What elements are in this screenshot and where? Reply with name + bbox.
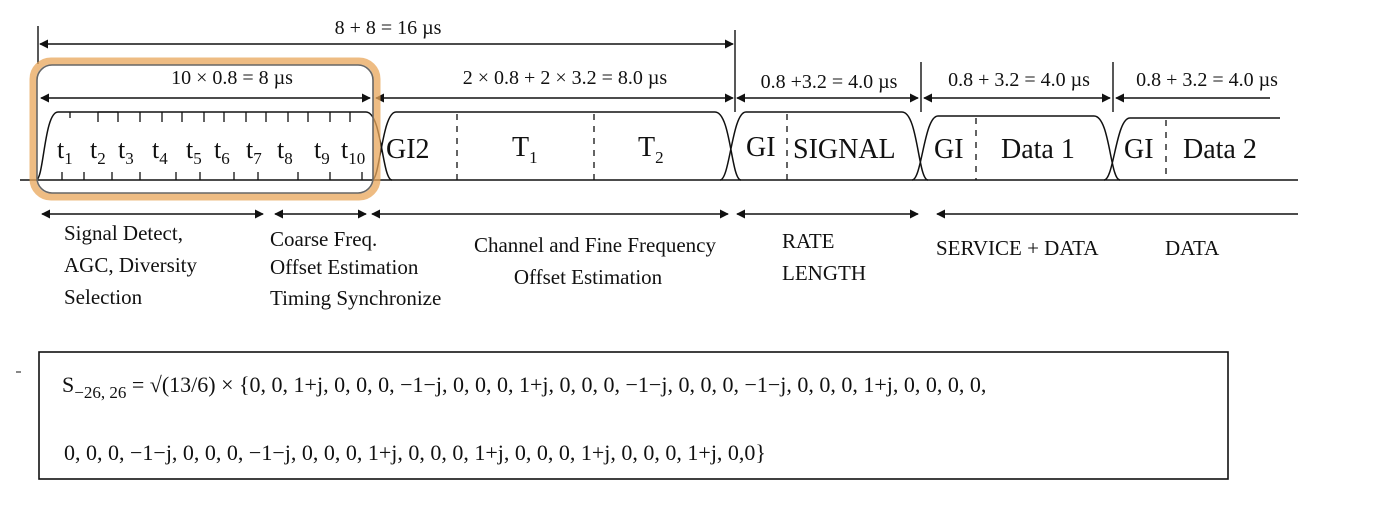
length-label: LENGTH bbox=[782, 261, 866, 285]
data-label: DATA bbox=[1165, 236, 1220, 260]
short-symbol: t10 bbox=[341, 135, 365, 168]
signal-detect-line3: Selection bbox=[64, 285, 143, 309]
equation-box: S−26, 26 = √(13/6) × {0, 0, 1+j, 0, 0, 0… bbox=[16, 351, 1229, 480]
frame-outline bbox=[20, 111, 1298, 181]
short-symbol: t5 bbox=[186, 135, 202, 168]
short-symbol: t1 bbox=[57, 135, 73, 168]
equation-line2: 0, 0, 0, −1−j, 0, 0, 0, −1−j, 0, 0, 0, 1… bbox=[64, 440, 766, 465]
gi-data1-label: GI bbox=[934, 134, 964, 165]
signal-detect-line1: Signal Detect, bbox=[64, 221, 183, 245]
gi-signal-label: GI bbox=[746, 132, 776, 163]
dimension-total: 8 + 8 = 16 µs bbox=[37, 17, 736, 112]
channel-line1: Channel and Fine Frequency bbox=[474, 233, 717, 257]
short-symbol: t3 bbox=[118, 135, 134, 168]
short-symbols: t1 t2 t3 t4 t5 t6 t7 t8 t9 t10 bbox=[57, 135, 365, 168]
rate-label: RATE bbox=[782, 229, 835, 253]
t1-label: T1 bbox=[512, 132, 538, 167]
short-symbol: t9 bbox=[314, 135, 330, 168]
data1-label: Data 1 bbox=[1001, 134, 1075, 165]
short-symbol: t6 bbox=[214, 135, 230, 168]
dimension-short-training: 10 × 0.8 = 8 µs bbox=[40, 67, 371, 103]
signal-duration-label: 0.8 +3.2 = 4.0 µs bbox=[761, 71, 898, 93]
segment-dividers bbox=[456, 114, 1167, 180]
total-duration-label: 8 + 8 = 16 µs bbox=[335, 17, 442, 39]
short-symbol: t8 bbox=[277, 135, 293, 168]
signal-label: SIGNAL bbox=[793, 134, 896, 165]
short-training-highlight-inner bbox=[36, 64, 374, 194]
t2-label: T2 bbox=[638, 132, 664, 167]
short-training-duration-label: 10 × 0.8 = 8 µs bbox=[171, 67, 293, 89]
coarse-line3: Timing Synchronize bbox=[270, 286, 441, 310]
short-symbol: t7 bbox=[246, 135, 262, 168]
equation-line1: S−26, 26 = √(13/6) × {0, 0, 1+j, 0, 0, 0… bbox=[62, 372, 986, 402]
data1-duration-label: 0.8 + 3.2 = 4.0 µs bbox=[948, 69, 1090, 91]
signal-detect-line2: AGC, Diversity bbox=[64, 253, 197, 277]
short-training-highlight bbox=[29, 57, 381, 201]
dimension-long-training: 2 × 0.8 + 2 × 3.2 = 8.0 µs bbox=[375, 67, 734, 103]
short-symbol: t2 bbox=[90, 135, 106, 168]
service-data-label: SERVICE + DATA bbox=[936, 236, 1099, 260]
short-training-ticks bbox=[61, 111, 363, 180]
channel-line2: Offset Estimation bbox=[514, 265, 663, 289]
coarse-line2: Offset Estimation bbox=[270, 255, 419, 279]
dimension-data1: 0.8 + 3.2 = 4.0 µs bbox=[923, 62, 1114, 112]
gi2-label: GI2 bbox=[386, 134, 430, 165]
coarse-line1: Coarse Freq. bbox=[270, 227, 377, 251]
data2-duration-label: 0.8 + 3.2 = 4.0 µs bbox=[1136, 69, 1278, 91]
data2-label: Data 2 bbox=[1183, 134, 1257, 165]
short-symbol: t4 bbox=[152, 135, 168, 168]
dimension-signal: 0.8 +3.2 = 4.0 µs bbox=[736, 62, 922, 112]
long-training-duration-label: 2 × 0.8 + 2 × 3.2 = 8.0 µs bbox=[463, 67, 668, 89]
dimension-data2: 0.8 + 3.2 = 4.0 µs bbox=[1115, 69, 1278, 103]
gi-data2-label: GI bbox=[1124, 134, 1154, 165]
